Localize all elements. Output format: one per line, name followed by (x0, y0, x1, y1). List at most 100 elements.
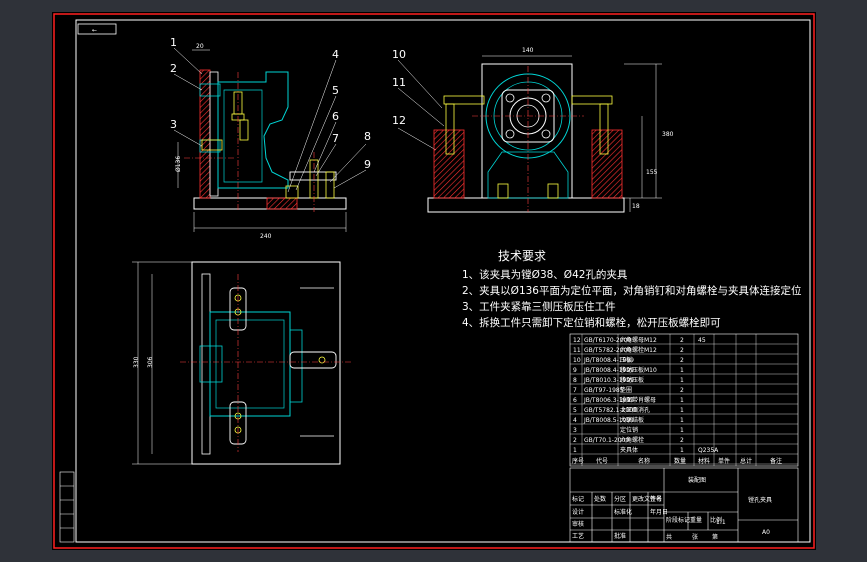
title-block (569, 467, 799, 543)
bom-cell: 5 (573, 407, 577, 414)
title-tab-text: ← (92, 27, 97, 34)
title-block-label: 标准化 (614, 508, 632, 516)
bom-cell: JB/T8008.4-1999 (583, 357, 634, 364)
bom-cell: GB/T97-1985 (584, 387, 624, 394)
bom-cell: 大联结板 (620, 416, 644, 424)
title-block-label: 更改文件号 (632, 495, 662, 503)
outer-border (53, 13, 815, 549)
bom-cell: 1 (680, 427, 684, 434)
dim-side-right-inner: 155 (646, 169, 658, 176)
tech-item-1: 1、该夹具为镗Ø38、Ø42孔的夹具 (462, 268, 628, 281)
bom-cell: 12 (573, 337, 581, 344)
part-number-8: 8 (364, 130, 371, 143)
bom-cell: GB/T5782-2000 (584, 347, 631, 354)
title-block-label: 阶段标记 (666, 516, 690, 524)
bom-cell: 球面带肖螺母 (620, 396, 656, 404)
dim-side-right-small: 18 (632, 203, 640, 210)
part-number-2: 2 (170, 62, 177, 75)
title-block-label: 重量 (690, 516, 702, 524)
bom-cell: GB/T5782.1-2000 (584, 407, 637, 414)
part-number-9: 9 (364, 158, 371, 171)
dim-plan-left-outer: 330 (133, 356, 140, 368)
bom-cell: 2 (573, 437, 577, 444)
bom-cell: JB/T8008.4-1999 (583, 367, 634, 374)
bom-cell: 6 (573, 397, 577, 404)
bom-cell: 1 (680, 407, 684, 414)
part-number-3: 3 (170, 118, 177, 131)
bom-header-cell: 备注 (770, 457, 782, 465)
bom-cell: 45 (698, 337, 706, 344)
bom-cell: 1 (680, 417, 684, 424)
part-number-6: 6 (332, 110, 339, 123)
title-block-label: 第 (712, 533, 718, 541)
bom-cell: 2 (680, 337, 684, 344)
assembly-drawing: ← (53, 13, 815, 549)
bom-cell: 定位销 (620, 426, 638, 434)
leader-lines (173, 47, 445, 193)
title-tab (77, 23, 117, 35)
binding-strip (59, 471, 75, 543)
title-block-label: 共 (666, 533, 672, 541)
tech-item-4: 4、拆换工件只需卸下定位销和螺栓，松开压板螺栓即可 (462, 316, 721, 329)
bom-cell: JB/T8010.3-1999 (583, 377, 634, 384)
bom-cell: 2 (680, 387, 684, 394)
part-number-11: 11 (392, 76, 406, 89)
bom-cell: 2 (680, 437, 684, 444)
bom-cell: Q235A (698, 447, 719, 454)
dim-side-right-outer: 380 (662, 131, 674, 138)
title-block-labels: 标记处数分区更改文件号签名年月日设计标准化审核工艺批准阶段标记重量比例共张第 (572, 495, 722, 541)
bom-cell: 3 (573, 427, 577, 434)
bom-cell: 10 (573, 357, 581, 364)
bom-cell: 1 (680, 367, 684, 374)
title-block-label: 设计 (572, 508, 584, 516)
inner-border (75, 19, 811, 543)
bom-cell: 大正面消孔 (620, 406, 650, 414)
bom-cell: 压板 (620, 356, 632, 364)
scale: 1:1 (716, 519, 726, 526)
title-block-label: 比例 (710, 516, 722, 524)
plan-view (132, 261, 352, 465)
bom-cell: 1 (573, 447, 577, 454)
bom-cell: 1 (680, 397, 684, 404)
title-block-label: 工艺 (572, 532, 584, 540)
tech-item-2: 2、夹具以Ø136平面为定位平面，对角销钉和对角螺栓与夹具体连接定位 (462, 284, 802, 297)
title-block-label: 批准 (614, 532, 626, 540)
bom-cell: 1 (680, 447, 684, 454)
bom-cell: 1 (680, 377, 684, 384)
title-block-label: 张 (692, 533, 698, 541)
dim-plan-left-inner: 306 (147, 356, 154, 368)
part-title: 镗孔夹具 (748, 496, 772, 504)
drawing-sheet: ← (52, 12, 816, 550)
drawing-name: 装配图 (688, 476, 706, 484)
front-view (177, 49, 347, 232)
tech-heading: 技术要求 (498, 249, 546, 263)
dim-side-top: 140 (522, 47, 534, 54)
bom-cell: JB/T8008.5-1999 (583, 417, 634, 424)
bom-cell: 移动压板 (620, 376, 644, 384)
title-block-label: 处数 (594, 495, 606, 503)
bom-cell: 2 (680, 357, 684, 364)
part-number-5: 5 (332, 84, 339, 97)
bom-cell: 7 (573, 387, 577, 394)
bom-cell: 11 (573, 347, 581, 354)
bom-cell: GB/T70.1-2000 (584, 437, 629, 444)
dim-front-left: Ø136 (175, 156, 182, 172)
dim-front-top: 20 (196, 43, 204, 50)
title-block-label: 签名 (650, 495, 662, 503)
part-number-4: 4 (332, 48, 339, 61)
bom-cell: 8 (573, 377, 577, 384)
bom-cell: 9 (573, 367, 577, 374)
title-block-label: 标记 (572, 495, 584, 503)
bom-header-cell: 材料 (698, 457, 710, 465)
part-number-10: 10 (392, 48, 406, 61)
bom-header-cell: 代号 (596, 457, 608, 465)
tech-item-3: 3、工件夹紧靠三侧压板压住工件 (462, 300, 616, 313)
title-block-label: 年月日 (650, 508, 668, 516)
title-block-label: 审核 (572, 520, 584, 528)
bom-cell: 垫圈 (620, 386, 632, 394)
bom-cell: 夹具体 (620, 446, 638, 454)
bom-header-cell: 序号 (572, 457, 584, 465)
part-number-1: 1 (170, 36, 177, 49)
part-number-7: 7 (332, 132, 339, 145)
